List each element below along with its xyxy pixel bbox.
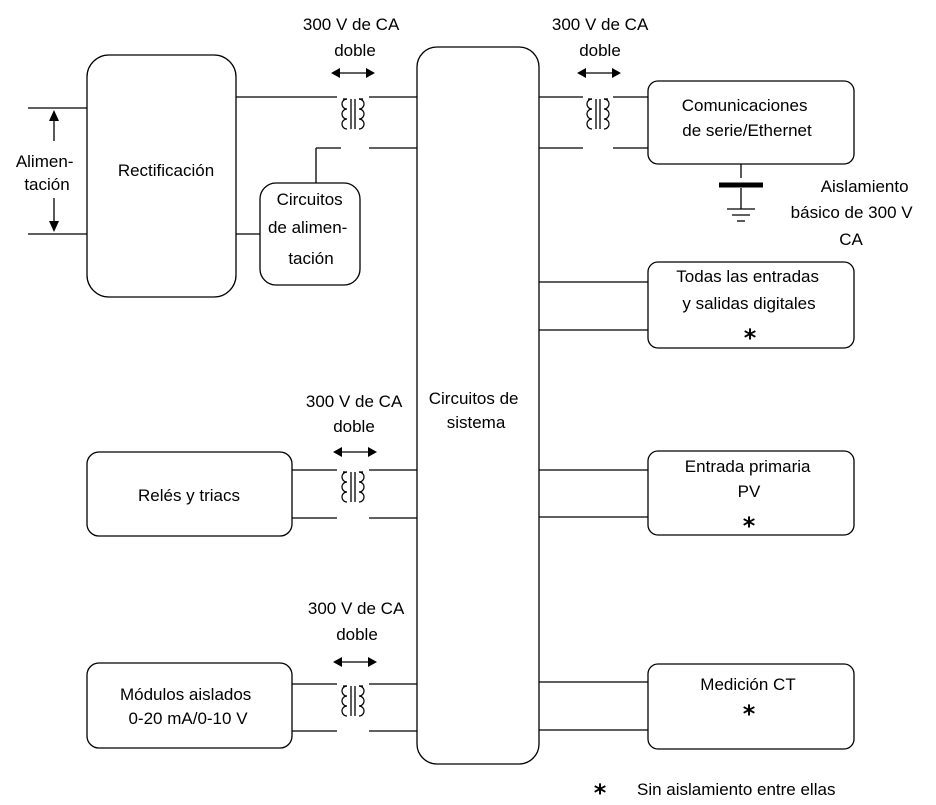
no-isolation-asterisk: * [743, 512, 756, 540]
ground-icon [719, 164, 763, 222]
double-arrow-icon [330, 67, 376, 79]
power-label: Alimen- tación [16, 152, 78, 194]
ct-measurement-box [647, 663, 855, 750]
system-circuits-label: Circuitos de sistema [429, 389, 524, 432]
legend-text: Sin aislamiento entre ellas [637, 780, 835, 799]
digital-io-label: Todas las entradas y salidas digitales [676, 267, 823, 313]
primary-input-box [647, 450, 855, 536]
digital-io-box [647, 261, 855, 349]
basic-isolation-label: Aislamiento básico de 300 V CA [791, 177, 918, 249]
no-isolation-asterisk: * [744, 324, 757, 352]
legend-asterisk: * [594, 779, 607, 805]
rectification-box [86, 54, 237, 298]
isolated-modules-label: Módulos aislados 0-20 mA/0-10 V [120, 685, 256, 728]
no-isolation-asterisk: * [743, 700, 756, 728]
isolated-modules-box [86, 662, 293, 749]
double-isolation-label: 300 V de CA doble [308, 599, 408, 644]
comms-box [647, 80, 855, 165]
power-circuits-label: Circuitos de alimen- tación [268, 190, 352, 268]
double-isolation-label: 300 V de CA doble [552, 15, 652, 60]
rectification-label: Rectificación [118, 161, 214, 180]
relays-box [86, 451, 293, 537]
double-isolation-label: 300 V de CA doble [306, 392, 406, 436]
ct-measurement-label: Medición CT [700, 675, 795, 694]
relays-label: Relés y triacs [138, 486, 240, 505]
comms-label: Comunicaciones de serie/Ethernet [682, 96, 812, 140]
double-isolation-label: 300 V de CA doble [303, 15, 403, 60]
double-arrow-icon [332, 656, 378, 668]
double-arrow-icon [576, 67, 622, 79]
primary-input-label: Entrada primaria PV [685, 457, 815, 501]
system-circuits-box [416, 46, 540, 765]
double-arrow-icon [332, 446, 378, 458]
